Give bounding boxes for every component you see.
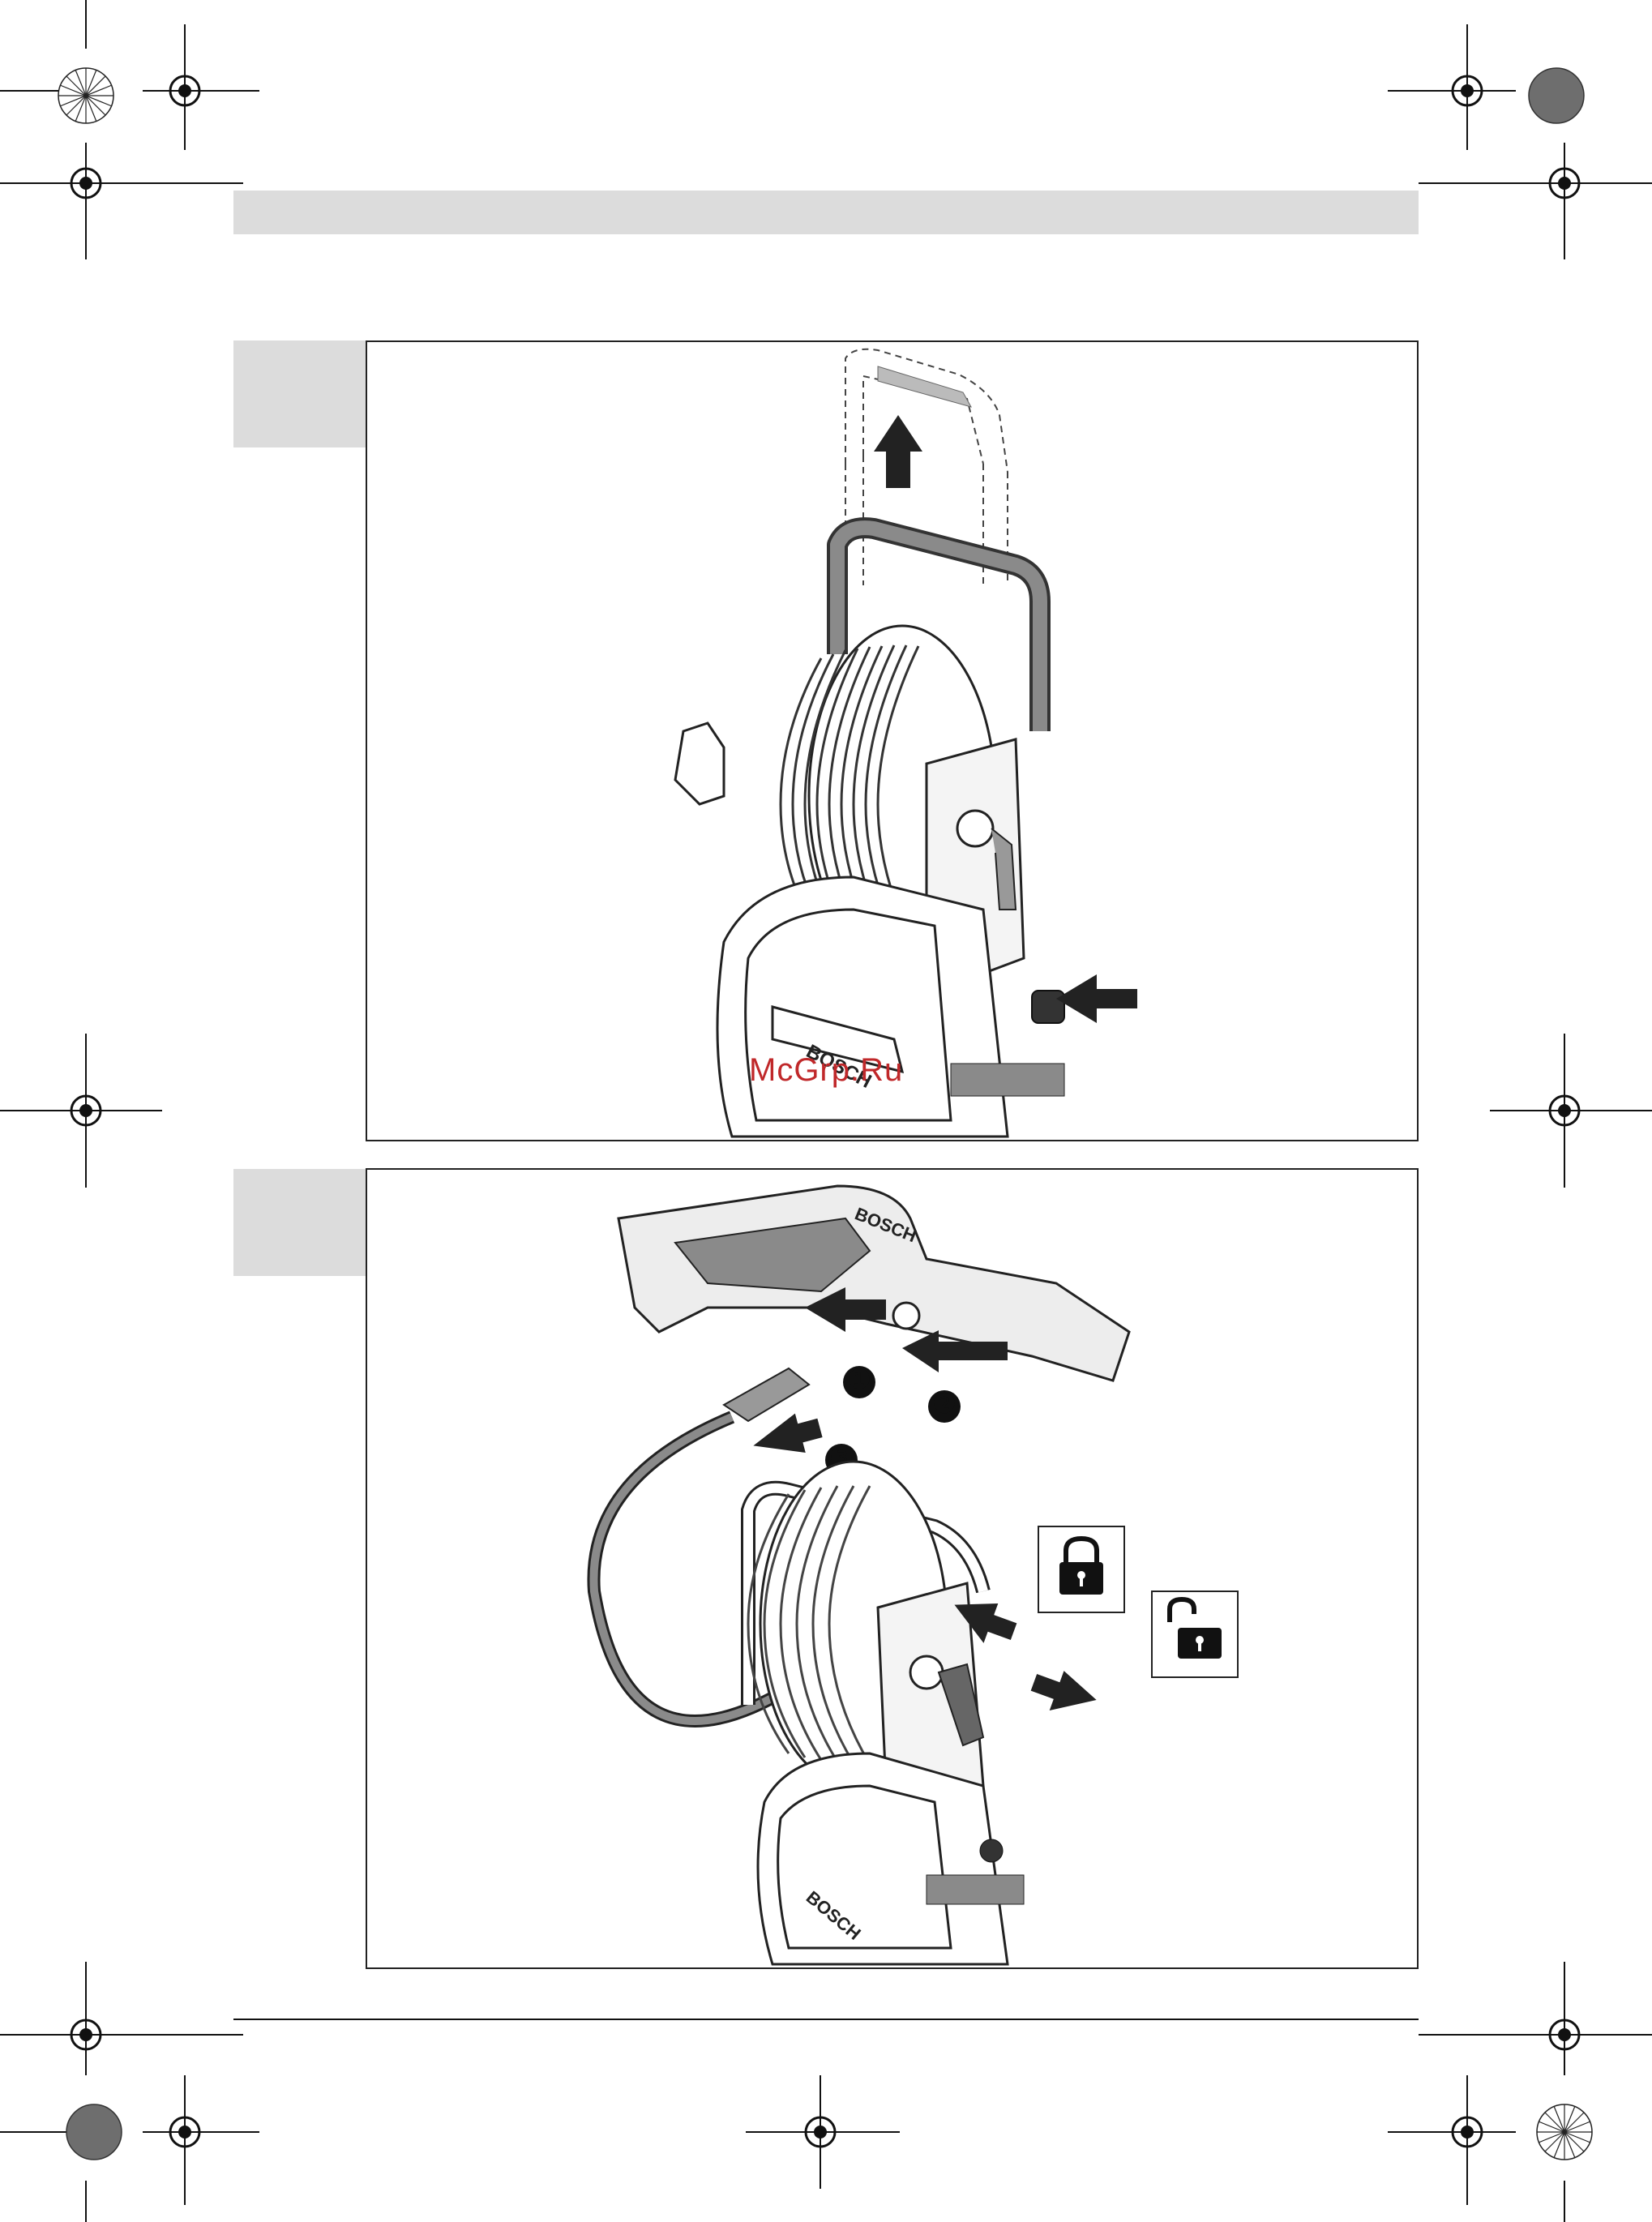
step-marker-1: ❶ (847, 1364, 871, 1396)
figure-2-frame: BOSCH ❶ ❷ ❸ (366, 1168, 1419, 1969)
footer-rule (233, 2019, 1419, 2020)
figure-1-frame: BOSCH (366, 340, 1419, 1141)
press-button-arrow-icon (1056, 974, 1137, 1023)
step-marker-2: ❷ (932, 1388, 957, 1420)
figure-2-illustration: BOSCH ❶ ❷ ❸ (367, 1170, 1417, 1967)
arrow-up-icon (874, 415, 922, 488)
figure-1-illustration: BOSCH (367, 342, 1417, 1140)
figure-2-tab (233, 1169, 366, 1276)
header-bar (233, 191, 1419, 234)
figure-1-tab (233, 340, 366, 447)
watermark: McGrp.Ru (749, 1052, 903, 1089)
